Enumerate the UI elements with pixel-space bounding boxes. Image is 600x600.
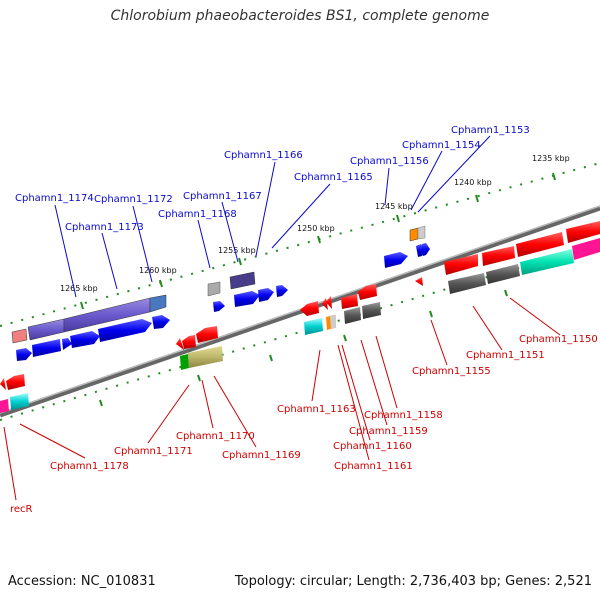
gene-label-cphamn1-1154: Cphamn1_1154 [402, 140, 481, 151]
scale-label: 1260 kbp [139, 266, 177, 275]
gene-cphamn1-1168 [207, 281, 221, 297]
gene-red [341, 294, 358, 309]
gene-cphamn1-1171 [180, 354, 189, 370]
gene-cphamn1-1161 [330, 315, 336, 329]
gene-label-cphamn1-1166: Cphamn1_1166 [224, 150, 303, 161]
gene-red [322, 298, 328, 310]
gene-label-cphamn1-1178: Cphamn1_1178 [50, 461, 129, 472]
gene-cphamn1-1156 [409, 227, 419, 242]
gene-red [6, 374, 25, 390]
gene-label-cphamn1-1153: Cphamn1_1153 [451, 125, 530, 136]
gene-arrow-blue [16, 348, 32, 361]
gene-cphamn1-1151 [448, 273, 486, 294]
gene-arrow-blue [62, 338, 72, 350]
gene-cphamn1-1158 [344, 307, 361, 324]
gene-red [358, 284, 377, 300]
genome-backbone [0, 205, 600, 418]
scale-label: 1250 kbp [297, 224, 335, 233]
gene-cphamn1-1178 [10, 393, 29, 410]
gene-red [300, 301, 319, 316]
genome-summary-text: Topology: circular; Length: 2,736,403 bp… [234, 574, 592, 589]
gene-arrow-blue [70, 331, 100, 348]
scale-label: 1265 kbp [60, 284, 98, 293]
gene-arrow-blue [276, 285, 288, 297]
scale-line-upper [0, 162, 600, 327]
scale-label: 1240 kbp [454, 178, 492, 187]
gene-label-cphamn1-1151: Cphamn1_1151 [466, 350, 545, 361]
gene-arrow-blue [98, 319, 152, 342]
gene-label-cphamn1-1170: Cphamn1_1170 [176, 431, 255, 442]
gene-small-pink [11, 328, 28, 344]
gene-teal [520, 249, 574, 275]
bottom-callout-lines [3, 297, 561, 501]
scale-label: 1235 kbp [532, 154, 570, 163]
gene-label-cphamn1-1172: Cphamn1_1172 [94, 194, 173, 205]
gene-red [176, 338, 184, 350]
gene-label-cphamn1-1174: Cphamn1_1174 [15, 193, 94, 204]
gene-cphamn1-1154 [417, 225, 426, 240]
gene-label-cphamn1-1173: Cphamn1_1173 [65, 222, 144, 233]
gene-arrow-blue [234, 291, 260, 307]
gene-small-red [415, 277, 423, 286]
gene-arrow-blue [384, 252, 408, 268]
gene-label-cphamn1-1158: Cphamn1_1158 [364, 410, 443, 421]
gene-cphamn1-1163 [304, 318, 323, 335]
gene-label-cphamn1-1160: Cphamn1_1160 [333, 441, 412, 452]
gene-cphamn1-1158b [362, 302, 381, 319]
gene-red [196, 326, 218, 343]
gene-label-recr: recR [10, 504, 33, 515]
gene-arrow-blue [32, 339, 61, 357]
figure-title: Chlorobium phaeobacteroides BS1, complet… [110, 8, 490, 24]
gene-red [482, 246, 515, 266]
top-callout-lines [54, 135, 491, 298]
gene-red [566, 221, 600, 243]
gene-label-cphamn1-1167: Cphamn1_1167 [183, 191, 262, 202]
gene-cphamn1-1150 [486, 264, 520, 284]
gene-red [516, 232, 564, 257]
gene-arrow-blue [422, 243, 430, 256]
scale-label: 1245 kbp [375, 202, 413, 211]
gene-cphamn1-1172 [149, 294, 167, 313]
gene-label-cphamn1-1171: Cphamn1_1171 [114, 446, 193, 457]
gene-label-cphamn1-1169: Cphamn1_1169 [222, 450, 301, 461]
gene-label-cphamn1-1156: Cphamn1_1156 [350, 156, 429, 167]
gene-cphamn1-1174 [27, 318, 65, 341]
gene-pink [572, 238, 600, 260]
gene-label-cphamn1-1161: Cphamn1_1161 [334, 461, 413, 472]
scale-major-ticks [80, 172, 556, 407]
scale-label: 1255 kbp [218, 246, 256, 255]
reverse-genes [0, 221, 600, 413]
gene-label-cphamn1-1159: Cphamn1_1159 [349, 426, 428, 437]
gene-cphamn1-1167 [229, 271, 256, 290]
gene-label-cphamn1-1155: Cphamn1_1155 [412, 366, 491, 377]
gene-label-cphamn1-1163: Cphamn1_1163 [277, 404, 356, 415]
gene-red [0, 378, 6, 390]
gene-red [444, 254, 478, 275]
gene-arrow-blue [258, 288, 274, 302]
gene-label-cphamn1-1165: Cphamn1_1165 [294, 172, 373, 183]
gene-arrow-blue [152, 315, 170, 329]
gene-arrow-blue [213, 301, 225, 312]
gene-magenta [0, 399, 9, 413]
accession-text: Accession: NC_010831 [8, 574, 156, 589]
gene-label-cphamn1-1150: Cphamn1_1150 [519, 334, 598, 345]
gene-red [182, 335, 196, 349]
gene-label-cphamn1-1168: Cphamn1_1168 [158, 209, 237, 220]
forward-genes [11, 225, 430, 361]
gene-red [326, 296, 332, 309]
gene-cphamn1-1170 [188, 346, 223, 368]
